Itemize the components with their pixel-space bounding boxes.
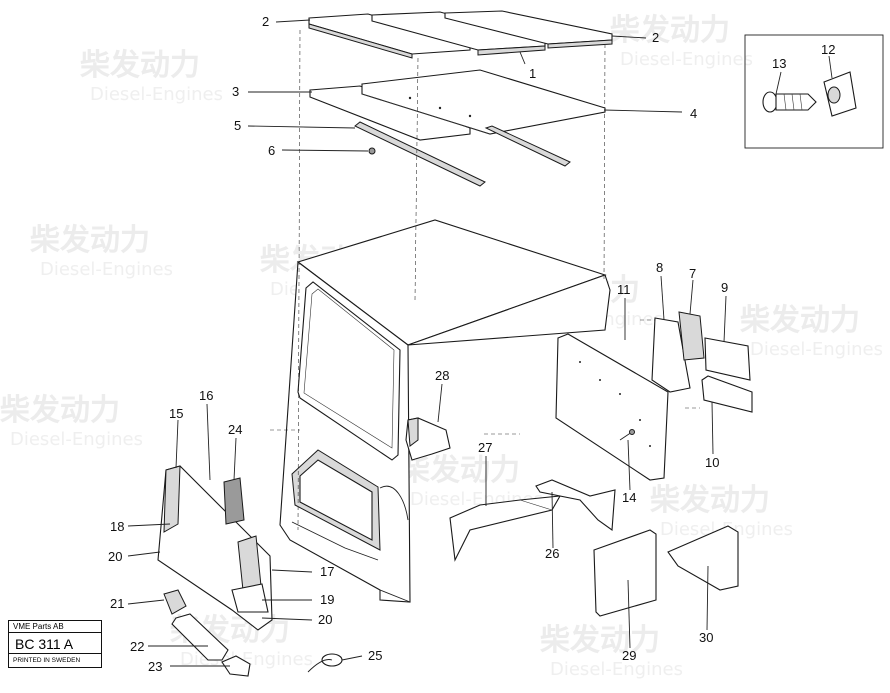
callout-2: 2 [262, 14, 269, 29]
callouts: 2 2 1 3 4 5 6 13 12 8 7 9 11 28 16 15 24… [108, 14, 835, 674]
callout-18: 18 [110, 519, 124, 534]
callout-2: 2 [652, 30, 659, 45]
watermark-en: Diesel-Engines [750, 339, 883, 360]
callout-27: 27 [478, 440, 492, 455]
watermark-en: Diesel-Engines [620, 49, 753, 70]
pad-10 [701, 375, 753, 413]
callout-22: 22 [130, 639, 144, 654]
watermark-cn: 柴发动力 [740, 303, 860, 338]
callout-30: 30 [699, 630, 713, 645]
callout-28: 28 [435, 368, 449, 383]
title-block-company: VME Parts AB [9, 621, 101, 633]
callout-1: 1 [529, 66, 536, 81]
callout-16: 16 [199, 388, 213, 403]
leader-lines [127, 19, 833, 667]
watermark-en: Diesel-Engines [10, 429, 143, 450]
mat-30 [667, 525, 739, 591]
watermark-cn: 柴发动力 [400, 453, 520, 488]
dash-panel-15-17 [157, 465, 273, 631]
callout-21: 21 [110, 596, 124, 611]
callout-25: 25 [368, 648, 382, 663]
cover-22 [171, 613, 229, 661]
callout-20: 20 [318, 612, 332, 627]
watermark-en: Diesel-Engines [550, 659, 683, 680]
watermark-en: Diesel-Engines [40, 259, 173, 280]
callout-8: 8 [656, 260, 663, 275]
callout-3: 3 [232, 84, 239, 99]
screw-14 [619, 429, 635, 441]
tape-25 [307, 653, 343, 673]
callout-23: 23 [148, 659, 162, 674]
callout-12: 12 [821, 42, 835, 57]
watermark-cn: 柴发动力 [540, 623, 660, 658]
callout-10: 10 [705, 455, 719, 470]
cab-body [279, 219, 611, 603]
bolt-6 [368, 147, 376, 155]
title-block-code: BC 311 A [9, 634, 101, 654]
watermark-cn: 柴发动力 [610, 13, 730, 48]
assembly-lines [270, 29, 700, 531]
callout-11: 11 [617, 282, 631, 297]
panel-26 [535, 479, 616, 532]
bracket-28 [405, 417, 451, 461]
callout-20: 20 [108, 549, 122, 564]
callout-4: 4 [690, 106, 697, 121]
callout-17: 17 [320, 564, 334, 579]
cover-21 [163, 589, 187, 615]
watermark-cn: 柴发动力 [650, 483, 770, 518]
callout-6: 6 [268, 143, 275, 158]
callout-15: 15 [169, 406, 183, 421]
callout-7: 7 [689, 266, 696, 281]
callout-24: 24 [228, 422, 242, 437]
watermark-en: Diesel-Engines [90, 84, 223, 105]
pad-9 [704, 337, 751, 381]
detail-inset [744, 34, 884, 149]
screw-13 [762, 91, 817, 113]
watermark-cn: 柴发动力 [80, 48, 200, 83]
callout-9: 9 [721, 280, 728, 295]
callout-19: 19 [320, 592, 334, 607]
pad-7 [678, 311, 705, 361]
title-block-printed: PRINTED IN SWEDEN [13, 657, 81, 664]
trim-strips-5 [354, 121, 571, 187]
watermark-cn: 柴发动力 [0, 393, 120, 428]
pad-8 [651, 317, 691, 393]
cover-23 [221, 655, 251, 677]
roof-panels-2 [308, 10, 613, 59]
mat-29 [593, 529, 657, 617]
clip-12 [823, 71, 857, 117]
title-block: VME Parts AB BC 311 A PRINTED IN SWEDEN [8, 620, 102, 668]
callout-5: 5 [234, 118, 241, 133]
watermark-cn: 柴发动力 [30, 223, 150, 258]
inner-panel-11 [555, 333, 669, 481]
roof-liner-3-4 [309, 69, 606, 141]
callout-29: 29 [622, 648, 636, 663]
callout-26: 26 [545, 546, 559, 561]
callout-14: 14 [622, 490, 636, 505]
callout-13: 13 [772, 56, 786, 71]
